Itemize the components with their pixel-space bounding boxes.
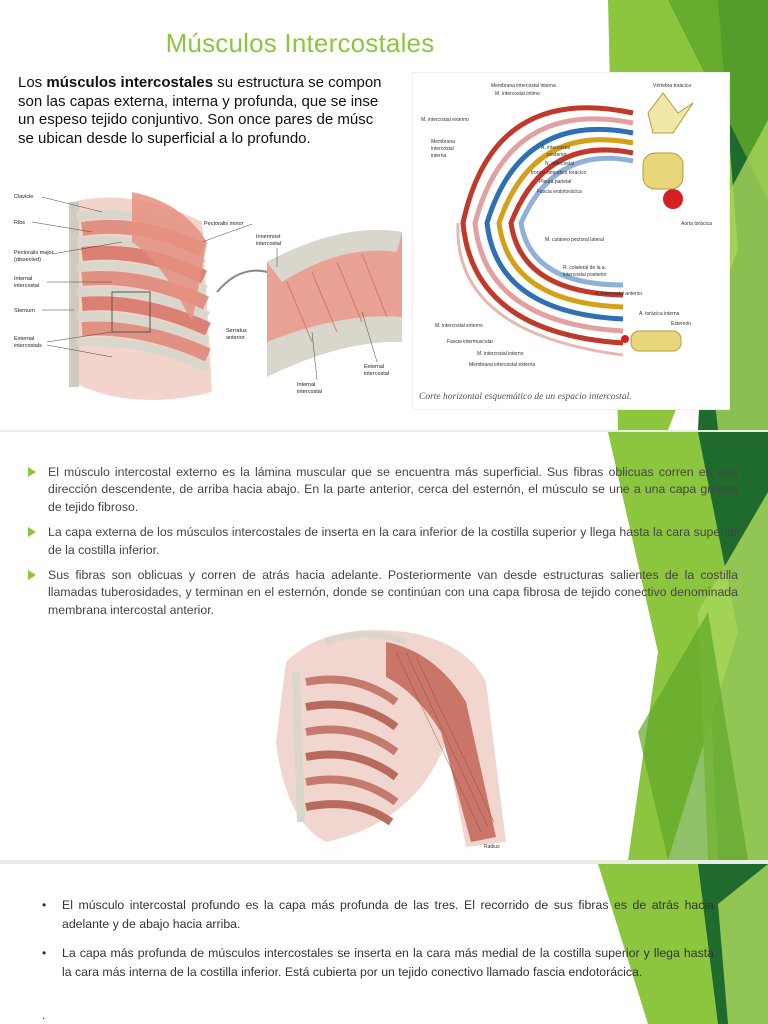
figure-ribcage-layers: Clavicle Ribs Pectoralis major (dissecte… — [12, 182, 410, 410]
label-fascia-endotoracica: Fascia endotorácica — [537, 189, 582, 195]
bullet-text: El músculo intercostal profundo es la ca… — [62, 898, 714, 931]
label-intercostal-posterior: intercostal posterior — [563, 272, 607, 278]
figure-thorax-muscles: Radius — [266, 622, 524, 854]
intro-line: son las capas externa, interna y profund… — [18, 92, 379, 110]
label-a-intercostal-anterior: A. intercostal anterior — [595, 291, 643, 297]
label-innermost-intercostal: intercostal — [256, 241, 281, 247]
bullet-arrow-icon — [28, 527, 36, 538]
label-r-colateral: R. colateral de la a. — [563, 265, 606, 271]
cross-section-layers — [460, 105, 634, 346]
ribcage-illustration — [69, 192, 212, 400]
slide-3: • El músculo intercostal profundo es la … — [0, 864, 768, 1024]
label-fascia-intermuscular: Fascia intermuscular — [447, 339, 493, 345]
intro-text: Los — [18, 74, 47, 91]
sternum-illustration — [621, 330, 682, 352]
label-serratus: Serratus — [226, 328, 247, 334]
label-tronco-simpatico: tronco simpático torácico — [531, 170, 587, 176]
bullet-text: La capa externa de los músculos intercos… — [48, 525, 738, 557]
label-esternon: Esternón — [671, 321, 691, 327]
bullet-dot-icon: • — [42, 898, 47, 912]
label-n-intercostal: N. intercostal — [545, 161, 574, 167]
label-intercostal-intimo: M. intercostal íntimo — [495, 91, 540, 97]
bullet-text: Sus fibras son oblicuas y corren de atrá… — [48, 568, 738, 617]
label-external-b: External — [364, 364, 384, 370]
bullet-arrow-icon — [28, 467, 36, 477]
label-dissected: (dissected) — [14, 257, 41, 263]
label-a-intercostal: A. intercostal — [541, 145, 570, 151]
label-innermost: Innermost — [256, 234, 281, 240]
label-m-intercostal-interno: M. intercostal interno — [477, 351, 524, 357]
list-item: La capa externa de los músculos intercos… — [28, 524, 738, 559]
label-pleura: Pleura parietal — [539, 179, 571, 185]
label-clavicle: Clavicle — [14, 194, 33, 200]
intercostal-detail-block — [267, 230, 402, 377]
bullet-text: El músculo intercostal externo es la lám… — [48, 465, 738, 514]
label-membrana: Membrana — [431, 139, 455, 145]
label-intercostal: intercostal — [14, 283, 39, 289]
label-radius: Radius — [484, 844, 500, 850]
figure-caption: Corte horizontal esquemático de un espac… — [419, 392, 632, 402]
trailing-dot: . — [42, 1008, 46, 1022]
list-item: El músculo intercostal externo es la lám… — [28, 464, 738, 516]
label-m-intercostal-externo: M. intercostal externo — [435, 323, 483, 329]
list-item: • La capa más profunda de músculos inter… — [40, 944, 714, 982]
bullet-list: El músculo intercostal externo es la lám… — [28, 464, 738, 627]
label-intercostal-c: intercostal — [364, 371, 389, 377]
bullet-arrow-icon — [28, 570, 36, 581]
label-internal-b: Internal — [297, 382, 315, 388]
label-membrana-intercostal: intercostal — [431, 146, 454, 152]
label-intercostals: intercostals — [14, 343, 42, 349]
list-item: Sus fibras son oblicuas y corren de atrá… — [28, 567, 738, 619]
label-posterior: posterior — [547, 152, 567, 158]
intro-line: un espeso tejido conjuntivo. Son once pa… — [18, 111, 374, 128]
list-item: • El músculo intercostal profundo es la … — [40, 896, 714, 934]
label-external: External — [14, 336, 34, 342]
bullet-dot-icon: • — [42, 946, 47, 960]
slide-title: Músculos Intercostales — [165, 28, 435, 58]
intro-line: se ubican desde lo superficial a lo prof… — [18, 129, 311, 147]
figure-intercostal-cross-section: Membrana intercostal interna M. intercos… — [412, 72, 730, 410]
label-anterior: anterior — [226, 335, 245, 341]
intro-paragraph: Los músculos intercostales su estructura… — [18, 74, 410, 158]
slide-2: El músculo intercostal externo es la lám… — [0, 432, 768, 860]
label-intercostal-b: intercostal — [297, 389, 322, 395]
label-membrana-externa: Membrana intercostal externa — [469, 362, 535, 368]
label-cutaneo: M. cutáneo pectoral lateral — [545, 237, 604, 243]
label-internal: Internal — [14, 276, 32, 282]
label-sternum: Sternum — [14, 308, 35, 314]
arrow-icon — [216, 269, 275, 293]
label-membrana-interna: Membrana intercostal interna — [491, 83, 556, 89]
label-membrana-interna-b: interna — [431, 153, 447, 159]
intro-bold-term: músculos intercostales — [46, 74, 214, 91]
intro-text: su estructura se compon — [213, 74, 382, 91]
label-toracica-interna: A. torácica interna — [639, 311, 680, 317]
label-vertebra: Vértebra torácica — [653, 83, 691, 89]
label-intercostal-externo: M. intercostal externo — [421, 117, 469, 123]
bullet-text: La capa más profunda de músculos interco… — [62, 946, 714, 979]
label-pectoralis-major: Pectoralis major — [14, 250, 54, 256]
label-pectoralis-minor: Pectoralis minor — [204, 221, 244, 227]
label-aorta: Aorta torácica — [681, 221, 712, 227]
thorax-illustration — [276, 630, 506, 847]
label-ribs: Ribs — [14, 220, 25, 226]
slide-separator — [0, 860, 768, 864]
vertebra-illustration — [642, 92, 694, 209]
slide-1: Músculos Intercostales Los músculos inte… — [0, 0, 768, 430]
bullet-list: • El músculo intercostal profundo es la … — [40, 896, 714, 992]
